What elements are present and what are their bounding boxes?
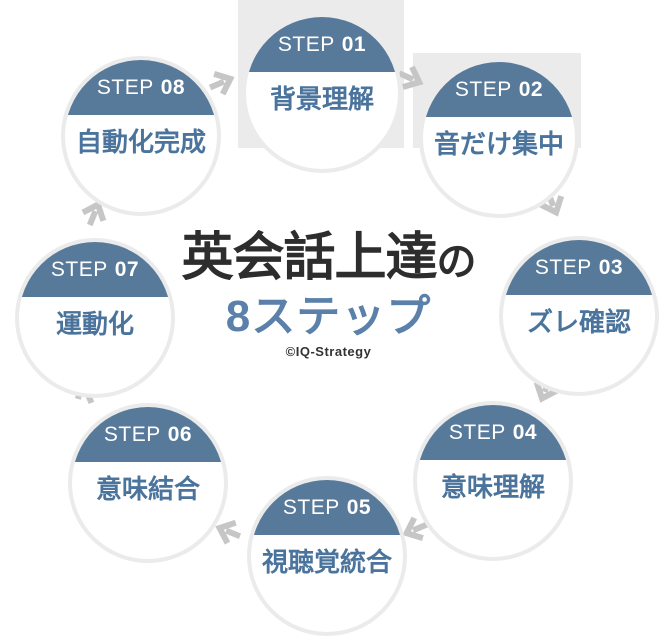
- step-label: 背景理解: [269, 83, 374, 114]
- title-main: 英会話上達: [181, 229, 437, 287]
- step-label: ズレ確認: [526, 306, 631, 337]
- cycle-arrow-07-08-icon: [81, 200, 107, 227]
- step-label: 意味理解: [440, 471, 545, 502]
- cycle-arrow-05-06-icon: [215, 519, 242, 545]
- step-label: 視聴覚統合: [261, 546, 392, 577]
- cycle-arrow-01-02-icon: [397, 65, 424, 90]
- step-label: 音だけ集中: [433, 128, 564, 159]
- step-label: 意味結合: [95, 473, 200, 504]
- title-suffix: の: [436, 240, 477, 284]
- copyright-credit: ©IQ-Strategy: [285, 344, 372, 359]
- title-line1: 英会話上達の: [156, 228, 501, 292]
- diagram-title: 英会話上達の 8ステップ ©IQ-Strategy: [156, 228, 501, 359]
- cycle-arrow-04-05-icon: [402, 516, 429, 542]
- step-label: 運動化: [55, 308, 134, 339]
- title-line2: 8ステップ: [225, 292, 432, 341]
- step-label: 自動化完成: [75, 126, 206, 157]
